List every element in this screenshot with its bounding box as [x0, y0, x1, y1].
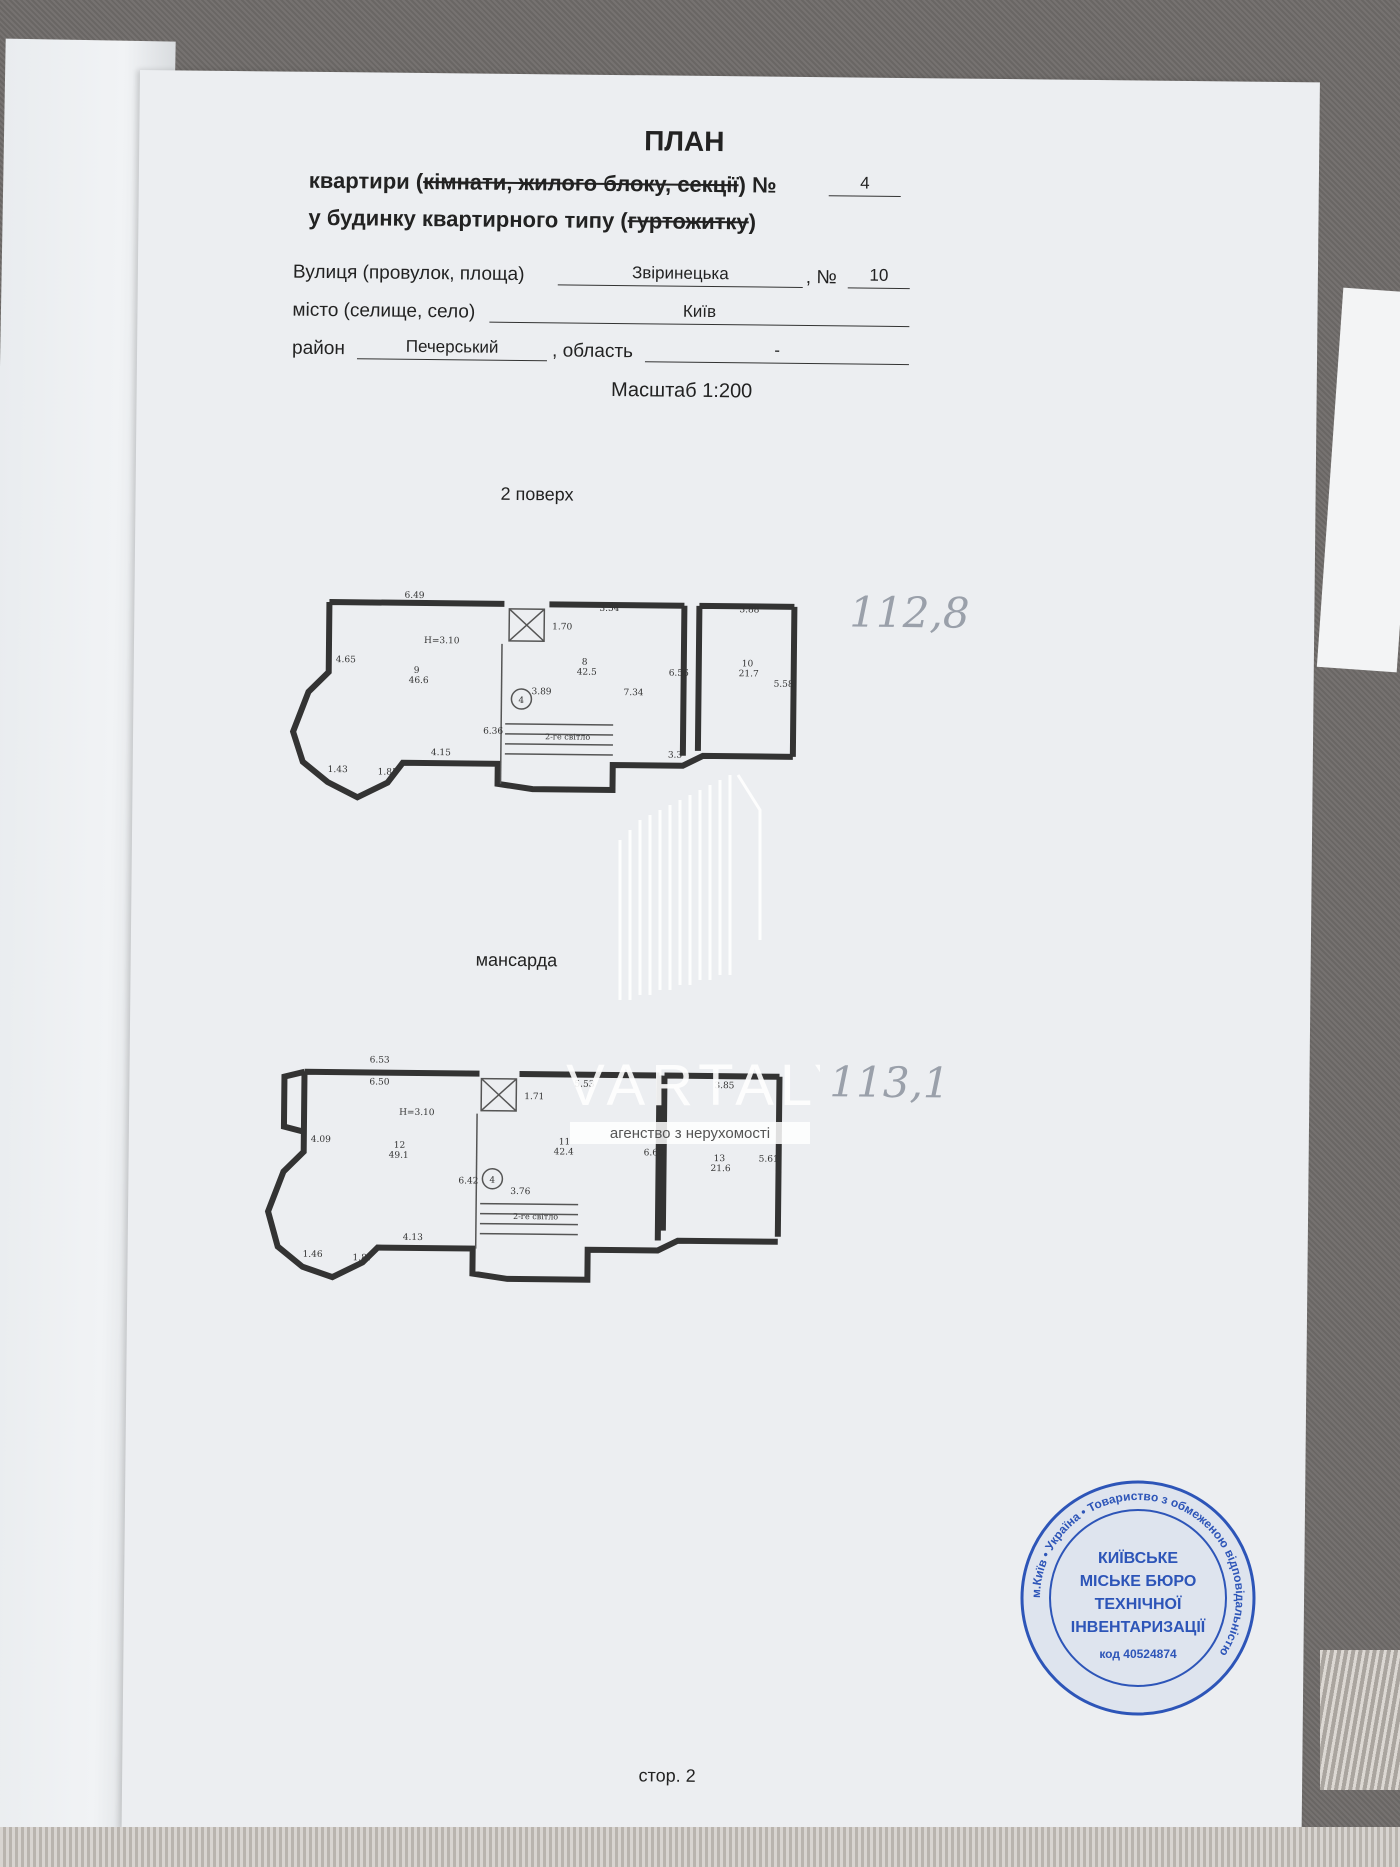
title-line-part: ) — [748, 209, 757, 235]
room-number: 8 — [582, 658, 588, 668]
apartment-number: 4 — [828, 173, 901, 197]
dimension-label: 6.36 — [483, 727, 503, 737]
district-label: район — [291, 337, 346, 360]
struck-text: кімнати, жилого блоку, секції — [423, 168, 739, 198]
dimension-label: 1.87 — [353, 1253, 373, 1263]
dimension-label: 4.13 — [403, 1233, 423, 1243]
stair-number: 4 — [518, 696, 524, 706]
dimension-label: 1.43 — [328, 765, 348, 775]
room-area: 21.7 — [739, 669, 759, 679]
title-line-part: ) № — [738, 172, 777, 198]
floor-plan-attic: 6.53 6.50 5.53 3.85 1.71 4.09 6.42 3.76 … — [264, 1055, 783, 1283]
dimension-label: 1.70 — [552, 622, 572, 632]
dimension-label: 3.3 — [668, 751, 683, 761]
district-value: Печерський — [356, 336, 548, 362]
watermark-tagline: агенство з нерухомості — [610, 1125, 770, 1142]
carpet-fringe — [0, 1827, 1400, 1867]
room-number: 13 — [714, 1154, 726, 1164]
handwritten-area: 113,1 — [829, 1057, 950, 1108]
street-value: Звіринецька — [557, 262, 803, 288]
stamp-line: МІСЬКЕ БЮРО — [1080, 1573, 1197, 1590]
dimension-label: 1.46 — [303, 1250, 323, 1260]
dimension-label: 3.54 — [599, 604, 619, 614]
room-area: 42.4 — [554, 1147, 574, 1157]
handwritten-area: 112,8 — [849, 587, 970, 638]
watermark-brand: KVARTALY — [560, 1053, 820, 1118]
dimension-label: 4.09 — [311, 1135, 331, 1145]
floor-label-attic: мансарда — [475, 949, 558, 971]
room-area: 21.6 — [710, 1164, 730, 1174]
dimension-label: 3.89 — [531, 687, 551, 697]
room-number: 11 — [559, 1137, 571, 1147]
room-number: 9 — [414, 666, 420, 676]
dimension-label: 4.15 — [431, 748, 451, 758]
stamp-code: код 40524874 — [1099, 1647, 1177, 1661]
dimension-label: 6.53 — [370, 1055, 390, 1065]
document-title: ПЛАН — [644, 125, 725, 158]
document-page: ПЛАН квартири (кімнати, жилого блоку, се… — [121, 70, 1320, 1843]
room-area: 46.6 — [409, 676, 429, 686]
title-line-part: у будинку квартирного типу ( — [308, 204, 628, 234]
ceiling-height: H=3.10 — [424, 636, 460, 646]
watermark-tagline-box — [570, 1122, 810, 1144]
house-no-label: , № — [805, 266, 837, 289]
dimension-label: 5.53 — [574, 1080, 594, 1090]
dimension-label: 6.56 — [669, 669, 689, 679]
stair-label: 2-ге світло — [513, 1212, 558, 1221]
dimension-label: 6.50 — [369, 1077, 389, 1087]
kvartaly-watermark: KVARTALY агенство з нерухомості — [560, 774, 820, 1144]
dimension-label: 3.88 — [739, 605, 759, 615]
watermark-building-icon — [618, 774, 762, 1000]
stamp-line: ІНВЕНТАРИЗАЦІЇ — [1071, 1618, 1206, 1636]
dimension-label: 7.34 — [623, 688, 643, 698]
title-line-apartment: квартири (кімнати, жилого блоку, секції)… — [309, 168, 777, 199]
city-label: місто (селище, село) — [292, 299, 476, 323]
floor-label-2: 2 поверх — [500, 483, 574, 505]
dimension-label: 6.42 — [458, 1176, 478, 1186]
dimension-label: 6.49 — [404, 591, 424, 601]
stamp-line: ТЕХНІЧНОЇ — [1095, 1595, 1182, 1613]
room-area: 49.1 — [389, 1151, 409, 1161]
dimension-label: 3.76 — [510, 1187, 530, 1197]
title-line-part: квартири ( — [308, 167, 424, 194]
title-line-building: у будинку квартирного типу (гуртожитку) — [308, 205, 756, 236]
stair-number: 4 — [489, 1176, 495, 1186]
official-stamp: м.Київ • Україна • Товариство з обмежено… — [1020, 1480, 1256, 1716]
room-number: 12 — [394, 1141, 406, 1151]
dimension-label: 6.60 — [644, 1148, 664, 1158]
street-label: Вулиця (провулок, площа) — [292, 261, 525, 286]
dimension-label: 1.71 — [524, 1092, 544, 1102]
scale-label: Масштаб 1:200 — [610, 378, 753, 403]
region-value: - — [644, 339, 910, 366]
dimension-label: 5.61 — [759, 1155, 779, 1165]
carpet-fringe — [1320, 1650, 1400, 1790]
dimension-label: 3.85 — [714, 1081, 734, 1091]
struck-text: гуртожитку — [627, 208, 749, 235]
page-number: стор. 2 — [638, 1765, 696, 1786]
room-area: 42.5 — [577, 668, 597, 678]
dimension-label: 1.85 — [378, 768, 398, 778]
floor-plan-2: 6.49 3.54 3.88 4.65 1.70 3.89 6.36 7.34 … — [289, 591, 798, 801]
dimension-label: 5.58 — [774, 680, 794, 690]
dimension-label: 4.65 — [336, 655, 356, 665]
city-value: Київ — [489, 299, 910, 328]
ceiling-height: H=3.10 — [399, 1108, 435, 1118]
region-label: , область — [551, 340, 634, 363]
room-number: 10 — [742, 659, 754, 669]
stair-label: 2-ге світло — [545, 732, 590, 741]
house-no-value: 10 — [847, 265, 910, 290]
stamp-line: КИЇВСЬКЕ — [1098, 1549, 1178, 1567]
